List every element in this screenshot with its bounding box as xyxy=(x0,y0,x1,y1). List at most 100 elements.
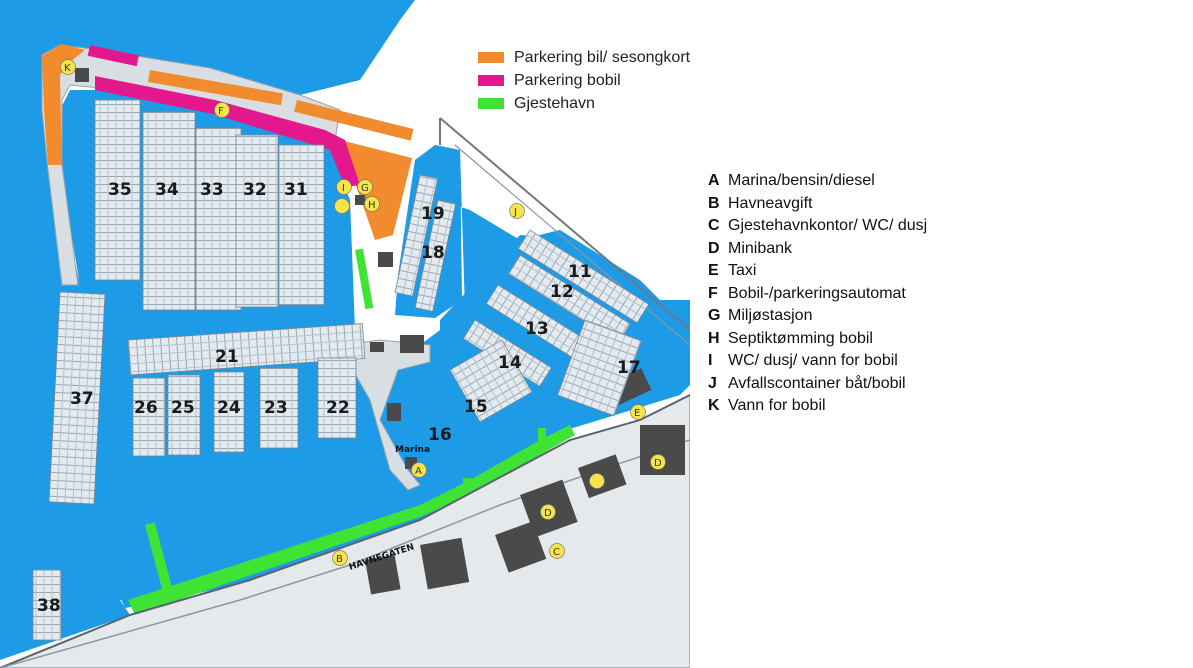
svg-text:B: B xyxy=(336,554,343,565)
docks xyxy=(32,99,650,641)
dock-label-23: 23 xyxy=(264,398,288,418)
svg-text:G: G xyxy=(361,183,369,194)
dock-label-16: 16 xyxy=(428,425,452,445)
dock-label-22: 22 xyxy=(326,398,350,418)
key-item-h: H Septiktømming bobil xyxy=(708,328,927,351)
dock-label-15: 15 xyxy=(464,397,488,417)
key-letter: E xyxy=(708,262,719,280)
dock-label-17: 17 xyxy=(617,358,641,378)
dock-label-34: 34 xyxy=(155,180,179,200)
svg-text:H: H xyxy=(368,200,376,211)
key-text: Vann for bobil xyxy=(728,397,826,415)
legend-item-motorhome-parking: Parkering bobil xyxy=(478,69,690,92)
color-legend: Parkering bil/ sesongkort Parkering bobi… xyxy=(478,46,690,115)
shore-edge xyxy=(0,394,690,668)
key-item-a: A Marina/bensin/diesel xyxy=(708,170,927,193)
dock-label-31: 31 xyxy=(284,180,308,200)
harbor-map: 35 34 33 32 31 19 18 11 12 13 14 15 16 1… xyxy=(0,0,690,668)
key-text: Marina/bensin/diesel xyxy=(728,172,875,190)
svg-text:A: A xyxy=(415,466,422,477)
dock-label-26: 26 xyxy=(134,398,158,418)
legend-label: Parkering bobil xyxy=(514,71,621,89)
east-road xyxy=(439,117,690,331)
key-letter: D xyxy=(708,239,720,257)
dock-label-35: 35 xyxy=(108,180,132,200)
dock-label-24: 24 xyxy=(217,398,241,418)
key-letter: K xyxy=(708,397,720,415)
key-text: Miljøstasjon xyxy=(728,307,813,325)
key-text: Gjestehavnkontor/ WC/ dusj xyxy=(728,217,928,235)
key-item-k: K Vann for bobil xyxy=(708,395,927,418)
marker-i: I xyxy=(336,179,352,195)
green-swatch xyxy=(478,98,504,109)
marker-f: F xyxy=(214,102,230,118)
svg-text:D: D xyxy=(544,508,552,519)
legend-label: Gjestehavn xyxy=(514,94,595,112)
marker-d-west: D xyxy=(540,504,556,520)
dock-label-11: 11 xyxy=(568,262,592,282)
key-letter: I xyxy=(708,352,713,370)
dock-numbers: 35 34 33 32 31 19 18 11 12 13 14 15 16 1… xyxy=(37,180,641,616)
key-item-f: F Bobil-/parkeringsautomat xyxy=(708,283,927,306)
key-letter: G xyxy=(708,307,721,325)
marker-h: H xyxy=(364,196,380,212)
key-letter: C xyxy=(708,217,720,235)
key-letter: J xyxy=(708,374,717,392)
key-letter: F xyxy=(708,284,718,302)
orange-swatch xyxy=(478,52,504,63)
key-letter: A xyxy=(708,172,720,190)
marker-b: B xyxy=(332,550,348,566)
marker-c: C xyxy=(549,543,565,559)
legend-item-car-parking: Parkering bil/ sesongkort xyxy=(478,46,690,69)
marker-e: E xyxy=(630,404,646,420)
key-text: WC/ dusj/ vann for bobil xyxy=(728,352,898,370)
dock-label-14: 14 xyxy=(498,353,522,373)
service-key: A Marina/bensin/diesel B Havneavgift C Gjes… xyxy=(708,170,927,418)
legend-item-guest-harbour: Gjestehavn xyxy=(478,92,690,115)
key-item-c: C Gjestehavnkontor/ WC/ dusj xyxy=(708,215,927,238)
dock-label-32: 32 xyxy=(243,180,267,200)
key-text: Bobil-/parkeringsautomat xyxy=(728,284,906,302)
key-item-j: J Avfallscontainer båt/bobil xyxy=(708,373,927,396)
marker-a: A xyxy=(411,462,427,478)
svg-text:J: J xyxy=(513,207,517,218)
service-markers: K F I G H J E D D C B A xyxy=(60,59,666,566)
dock-label-33: 33 xyxy=(200,180,224,200)
key-text: Minibank xyxy=(728,239,793,257)
key-letter: B xyxy=(708,194,720,212)
key-item-b: B Havneavgift xyxy=(708,193,927,216)
dock-label-25: 25 xyxy=(171,398,195,418)
svg-text:D: D xyxy=(654,458,662,469)
key-item-i: I WC/ dusj/ vann for bobil xyxy=(708,350,927,373)
dock-label-13: 13 xyxy=(525,319,549,339)
magenta-swatch xyxy=(478,75,504,86)
marker-j: J xyxy=(509,203,525,219)
dock-label-12: 12 xyxy=(550,282,574,302)
svg-text:E: E xyxy=(634,408,640,419)
guest-harbour-areas xyxy=(128,248,575,615)
svg-text:F: F xyxy=(218,106,224,117)
east-road-inner xyxy=(454,144,690,346)
marker-g: G xyxy=(357,179,373,195)
marker-d-east: D xyxy=(650,454,666,470)
svg-text:I: I xyxy=(342,183,345,194)
key-text: Septiktømming bobil xyxy=(728,329,873,347)
key-text: Avfallscontainer båt/bobil xyxy=(728,374,906,392)
outer-water-top xyxy=(0,0,410,160)
key-item-e: E Taxi xyxy=(708,260,927,283)
legend-label: Parkering bil/ sesongkort xyxy=(514,48,691,66)
dock-label-37: 37 xyxy=(70,389,94,409)
key-item-g: G Miljøstasjon xyxy=(708,305,927,328)
marker-blank-left xyxy=(334,198,350,214)
marker-k: K xyxy=(60,59,76,75)
marina-label: Marina xyxy=(395,445,430,455)
key-letter: H xyxy=(708,329,720,347)
dock-label-38: 38 xyxy=(37,596,61,616)
dock-label-18: 18 xyxy=(421,243,445,263)
key-text: Havneavgift xyxy=(728,194,813,212)
key-text: Taxi xyxy=(728,262,757,280)
svg-text:C: C xyxy=(553,547,560,558)
key-item-d: D Minibank xyxy=(708,238,927,261)
motorhome-parking-areas xyxy=(87,45,360,187)
marina-pier xyxy=(341,339,431,491)
